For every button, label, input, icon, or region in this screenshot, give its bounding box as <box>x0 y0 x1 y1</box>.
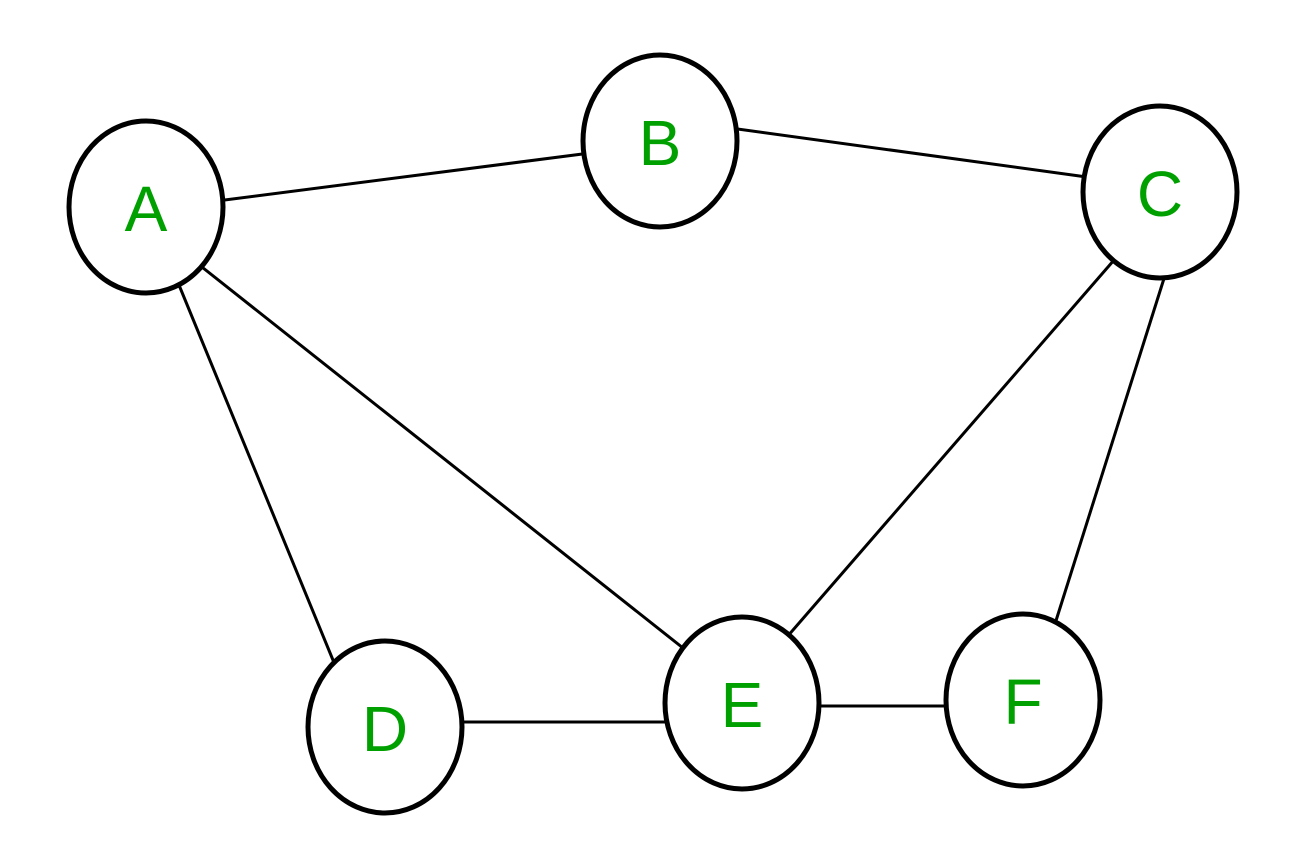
edges-layer <box>170 125 1169 724</box>
node-circle-f[interactable] <box>943 611 1103 789</box>
node-label-e: E <box>721 669 764 741</box>
node-circle-b[interactable] <box>580 52 740 230</box>
node-label-b: B <box>639 107 682 179</box>
graph-node-a[interactable]: A <box>66 118 226 296</box>
node-label-f: F <box>1003 666 1042 738</box>
node-circle-a[interactable] <box>66 118 226 296</box>
node-label-a: A <box>125 173 168 245</box>
graph-node-d[interactable]: D <box>305 638 465 816</box>
graph-node-f[interactable]: F <box>943 611 1103 789</box>
node-circle-c[interactable] <box>1080 103 1240 281</box>
graph-edge-c-e <box>778 251 1123 646</box>
graph-node-b[interactable]: B <box>580 52 740 230</box>
graph-node-e[interactable]: E <box>662 614 822 792</box>
node-label-c: C <box>1137 158 1183 230</box>
graph-edge-a-e <box>187 254 684 650</box>
graph-edge-a-b <box>208 150 599 204</box>
graph-edge-c-f <box>1052 268 1169 628</box>
node-circle-d[interactable] <box>305 638 465 816</box>
nodes-layer: A B C D E F <box>66 52 1240 816</box>
node-circle-e[interactable] <box>662 614 822 792</box>
graph-edge-a-d <box>170 267 337 666</box>
graph-edge-b-c <box>722 125 1095 180</box>
node-label-d: D <box>362 693 408 765</box>
graph-node-c[interactable]: C <box>1080 103 1240 281</box>
